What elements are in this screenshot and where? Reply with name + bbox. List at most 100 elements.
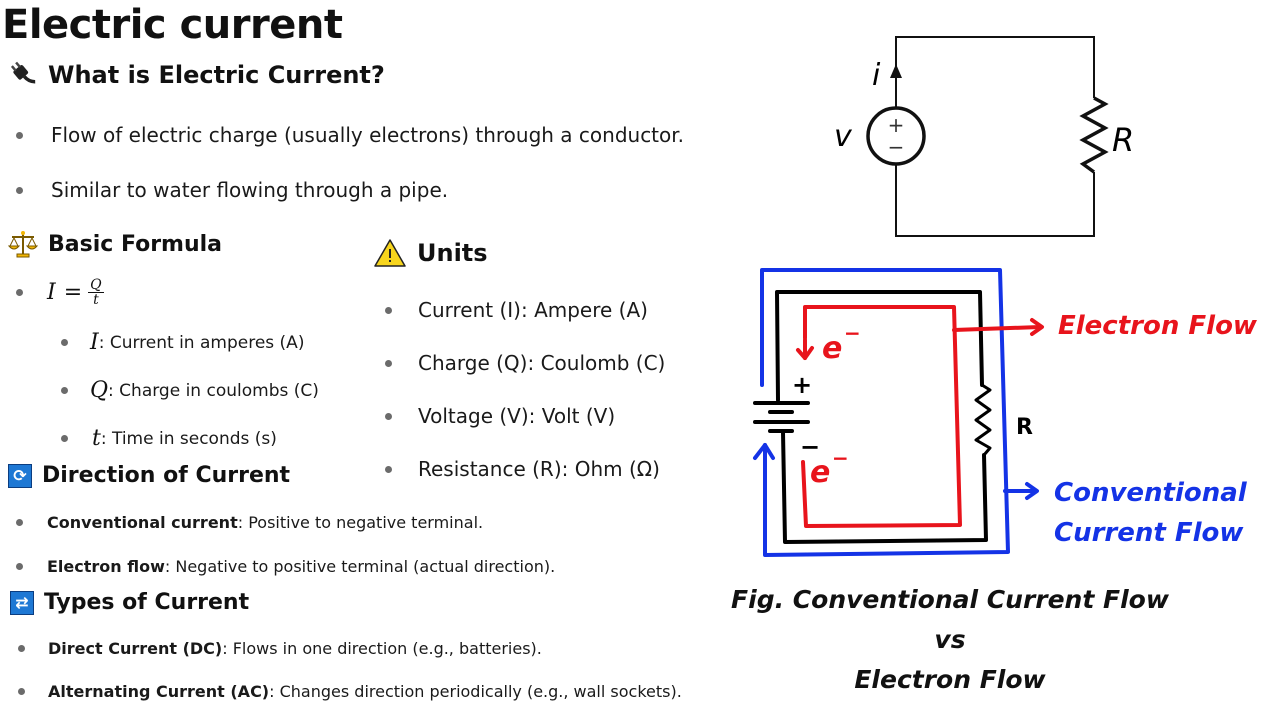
list-item-desc: : Positive to negative terminal. [237,513,484,532]
conventional-flow-label-line1: Conventional [1054,478,1248,508]
list-item-text: Charge (Q): Coulomb (C) [418,351,666,375]
term-symbol: Q [90,378,109,403]
list-item-desc: : Changes direction periodically (e.g., … [269,682,682,701]
bullet-dot [61,387,68,394]
list-item: I : Current in amperes (A) [61,330,304,355]
refresh-icon: ⟳ [8,463,32,488]
bullet-dot [61,339,68,346]
formula-heading-text: Basic Formula [48,231,223,257]
list-item-text: Current (I): Ampere (A) [418,298,648,322]
bullet-dot [16,186,23,194]
simple-circuit-diagram: i v + − R [834,36,1134,237]
page-title: Electric current [2,2,343,48]
bullet-dot [385,465,392,473]
electron-flow-path [801,305,962,528]
list-item-text: Resistance (R): Ohm (Ω) [418,457,660,481]
warning-icon [373,238,407,268]
electron-flow-label: Electron Flow [1058,311,1258,341]
bullet-dot [18,645,25,652]
term-desc: : Current in amperes (A) [98,332,305,353]
direction-heading-text: Direction of Current [42,463,291,488]
caption-line-1: Fig. Conventional Current Flow [731,585,1169,614]
electron-pointer-line [952,325,1042,332]
list-item-text: Flow of electric charge (usually electro… [51,123,685,147]
term-desc: : Charge in coulombs (C) [108,380,319,401]
electric-plug-icon [8,60,38,90]
units-heading-text: Units [417,239,488,267]
what-is-heading: What is Electric Current? [8,60,385,90]
bullet-dot [16,563,23,570]
units-heading: Units [373,238,488,268]
types-heading-text: Types of Current [44,590,250,615]
denominator: t [93,292,99,308]
caption-line-2: vs [934,625,966,654]
conventional-arrow-up-icon [753,443,775,460]
direction-heading: ⟳ Direction of Current [8,463,290,488]
types-heading: ⇄ Types of Current [10,590,249,615]
electron-symbol-top: e [822,331,842,366]
formula-equation: I = Q t [16,278,104,307]
battery-minus: − [800,433,820,461]
repeat-icon: ⇄ [10,590,34,615]
bullet-dot [385,359,392,367]
balance-scale-icon [7,230,39,258]
electron-symbol-bottom: e [810,455,830,490]
list-item: Electron flow : Negative to positive ter… [16,557,555,576]
list-item: Similar to water flowing through a pipe. [16,178,448,202]
electron-sup-top: − [844,321,861,345]
minus-sign: − [888,135,905,159]
voltage-label: v [834,119,853,154]
list-item: Resistance (R): Ohm (Ω) [385,457,660,481]
circuit-wire-top [895,36,1095,108]
term-desc: : Time in seconds (s) [100,428,277,449]
list-item-desc: : Flows in one direction (e.g., batterie… [222,639,542,658]
caption-line-3: Electron Flow [854,665,1046,694]
bullet-dot [385,306,392,314]
bullet-dot [61,435,68,442]
resistor-zigzag [1079,96,1109,174]
bullet-dot [18,688,25,695]
formula-heading: Basic Formula [7,230,223,258]
list-item-desc: : Negative to positive terminal (actual … [164,557,556,576]
term-symbol: t [92,426,101,451]
figure-caption: Fig. Conventional Current Flow vs Electr… [730,580,1170,700]
list-item-text: Similar to water flowing through a pipe. [51,178,449,202]
list-item: Current (I): Ampere (A) [385,298,648,322]
term-symbol: I [90,330,99,355]
list-item-term: Alternating Current (AC) [48,682,270,701]
resistor-label: R [1016,415,1033,440]
bullet-dot [16,131,23,139]
electron-sup-bottom: − [832,446,849,470]
list-item-term: Conventional current [47,513,238,532]
wire-top [775,290,984,402]
list-item: Alternating Current (AC) : Changes direc… [18,682,682,701]
electron-pointer-arrow-icon [1030,318,1044,336]
equation-fraction: Q t [88,277,104,308]
flow-comparison-diagram: e − e − + − R Electron Flow Conventional… [753,268,1258,557]
equation-equals: = [63,280,83,305]
bullet-dot [16,289,23,296]
list-item-text: Voltage (V): Volt (V) [418,404,616,428]
list-item: Voltage (V): Volt (V) [385,404,615,428]
plus-sign: + [888,113,905,137]
equation-lhs: I [47,280,56,305]
circuit-wire-bottom [895,165,1095,237]
numerator: Q [88,277,104,293]
resistor-label: R [1112,121,1134,159]
list-item: Flow of electric charge (usually electro… [16,123,684,147]
bullet-dot [16,519,23,526]
list-item: Q : Charge in coulombs (C) [61,378,319,403]
list-item: t : Time in seconds (s) [61,426,277,451]
conventional-flow-label-line2: Current Flow [1054,518,1244,548]
current-arrow-icon [890,64,902,78]
conventional-flow-path [760,268,1010,557]
conventional-pointer-arrow-icon [1025,482,1039,500]
battery-plus: + [792,371,812,399]
bullet-dot [385,412,392,420]
list-item: Direct Current (DC) : Flows in one direc… [18,639,542,658]
wire-bottom [781,430,988,544]
list-item: Conventional current : Positive to negat… [16,513,483,532]
list-item-term: Electron flow [47,557,165,576]
list-item-term: Direct Current (DC) [48,639,223,658]
what-is-heading-text: What is Electric Current? [48,61,385,89]
